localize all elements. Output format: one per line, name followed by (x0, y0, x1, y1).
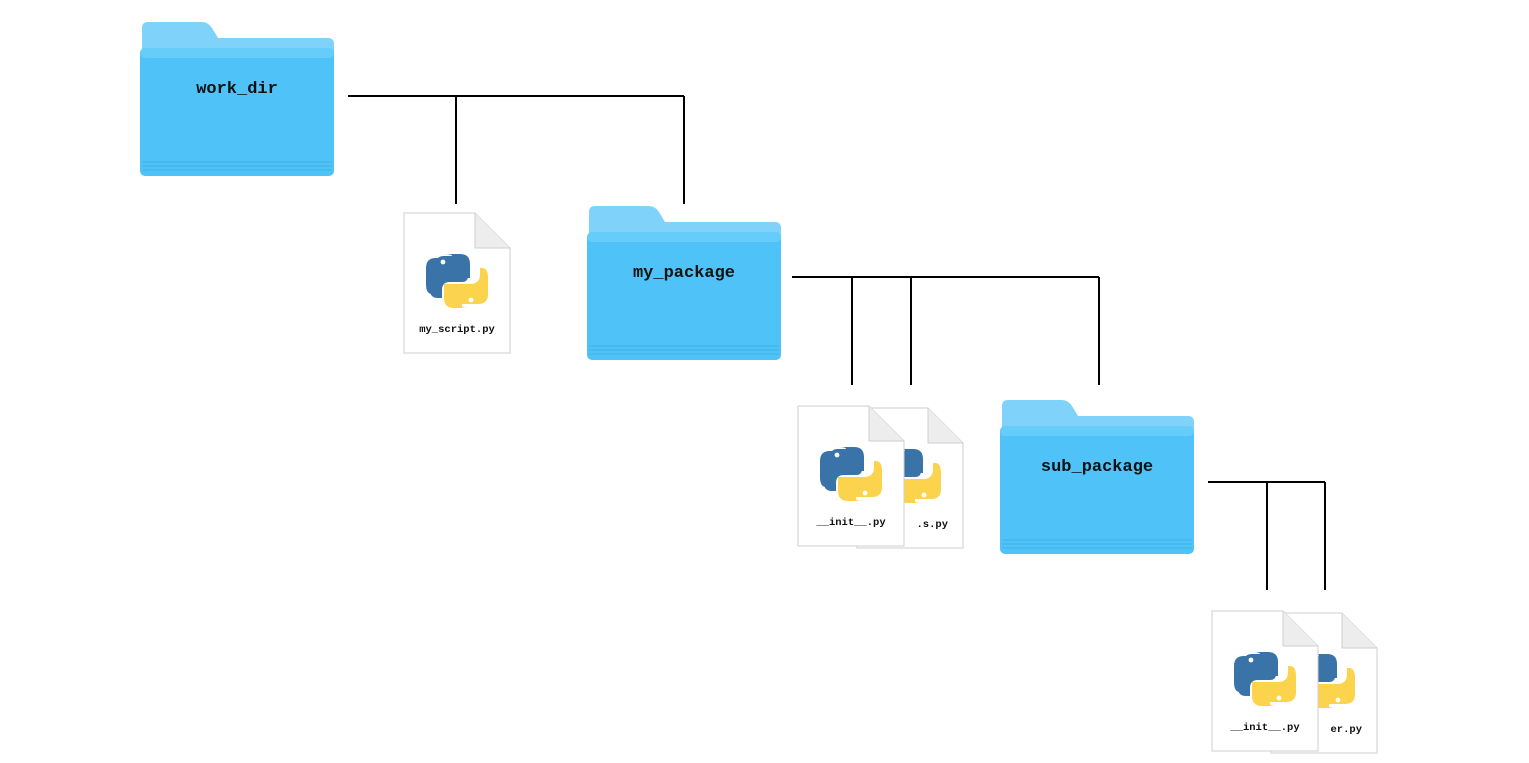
file-label: my_script.py (419, 324, 495, 336)
folder-my-package[interactable]: my_package (587, 204, 781, 360)
connector-my-package (792, 276, 1100, 385)
file-label: .s.py (916, 519, 948, 531)
folder-label: my_package (632, 264, 736, 283)
folder-label: sub_package (1040, 458, 1154, 477)
file-label: er.py (1330, 724, 1362, 736)
folder-label: work_dir (196, 80, 278, 99)
folder-work-dir[interactable]: work_dir (140, 20, 334, 176)
file-sub-second[interactable]: er.py (1270, 612, 1378, 754)
connector-sub-package (1208, 481, 1326, 590)
file-pkg-init[interactable]: __init__.py (797, 405, 905, 547)
folder-sub-package[interactable]: sub_package (1000, 398, 1194, 554)
connector-work-dir (348, 95, 685, 204)
file-my-script[interactable]: my_script.py (403, 212, 511, 354)
file-label: __init__.py (1230, 722, 1300, 734)
file-pkg-second[interactable]: .s.py (856, 407, 964, 549)
file-sub-init[interactable]: __init__.py (1211, 610, 1319, 752)
file-label: __init__.py (816, 517, 886, 529)
